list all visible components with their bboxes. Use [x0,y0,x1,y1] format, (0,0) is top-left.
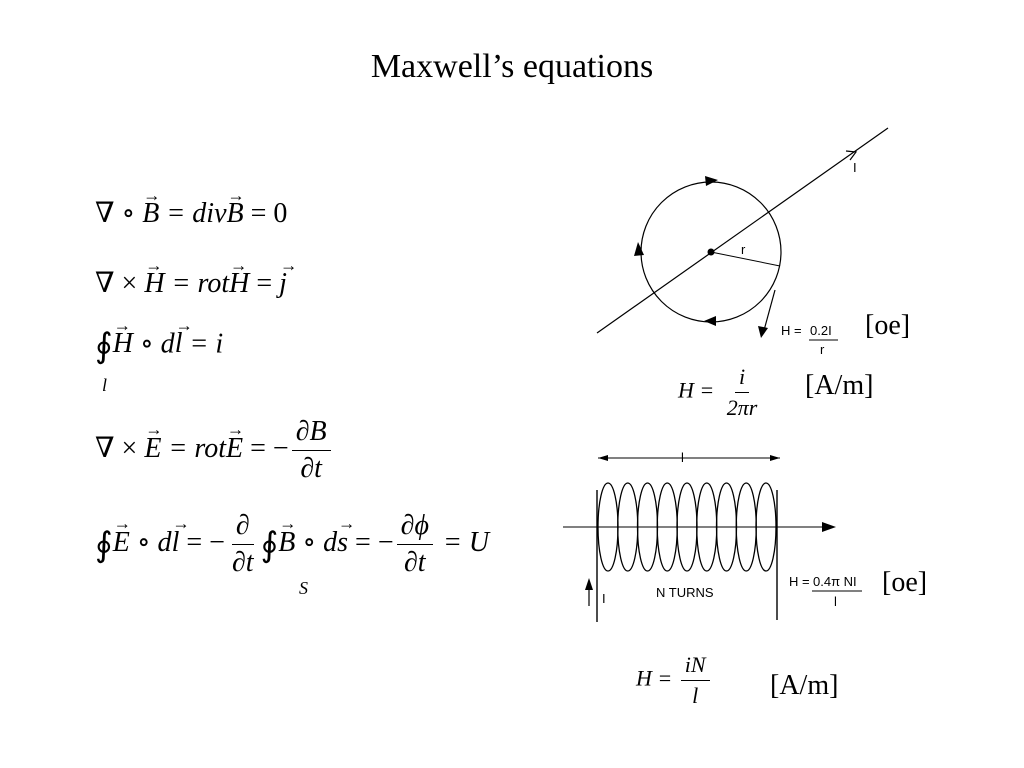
coil-axis-arrow-icon [822,522,836,532]
wire-line [596,127,889,334]
h-vector-line [762,289,776,335]
ampere-integral-equation: ∮H ∘ dl = i [95,316,223,366]
coil-turn [676,482,698,572]
coil-formula-num: 0.4π NI [813,574,857,589]
integral-subscript: l [102,375,108,395]
length-arrow-right-icon [770,455,780,461]
coil-turn [755,482,777,572]
length-arrow-left-icon [598,455,608,461]
ampere-law-equation: ∇ × H = rotH = j [95,256,297,300]
coil-current-label: I [602,591,606,606]
current-arrow-icon [845,150,858,161]
coil-current-arrow-icon [585,578,593,590]
coil-turn [597,482,619,572]
wire-oe-unit: [oe] [865,310,911,341]
gauss-magnetism-equation: ∇ ∘ B = divB = 0 [95,186,287,230]
coil-turns-label: N TURNS [656,585,714,600]
coil-length-label: l [681,450,684,465]
page-title: Maxwell’s equations [370,48,654,85]
coil-turns [597,482,777,572]
dphi-dt-fraction: ∂ϕ∂t [396,510,433,579]
coil-turn [735,482,757,572]
coil-turn [617,482,639,572]
coil-turn [656,482,678,572]
surface-subscript: S [299,578,308,598]
radius-label: r [741,242,746,257]
wire-formula-lhs: H = [781,323,802,338]
field-circle [640,181,782,323]
dB-dt-fraction: ∂B∂t [291,416,331,485]
field-arrow-bottom-icon [704,316,716,326]
coil-oe-unit: [oe] [882,567,928,598]
d-dt-fraction: ∂∂t [231,510,254,578]
wire-center-dot [707,248,715,256]
wire-si-unit: [A/m] [805,370,874,401]
h-vector-arrow-icon [758,326,768,338]
coil-turn [715,482,738,572]
coil-turn [636,482,659,572]
wire-formula-num: 0.2I [810,323,832,338]
radius-line [710,251,781,267]
field-arrow-left-icon [634,242,644,256]
field-arrow-top-icon [705,176,718,186]
faraday-law-equation: ∇ × E = rotE = −∂B∂t [95,416,334,485]
coil-formula-den: l [834,594,837,609]
coil-formula-lhs: H = [789,574,810,589]
faraday-integral-equation: ∮E ∘ dl = −∂∂t∮B ∘ ds = −∂ϕ∂t = U [95,510,489,579]
coil-si-unit: [A/m] [770,670,839,701]
wire-formula-den: r [820,342,825,357]
wire-current-label: I [853,160,857,175]
coil-turn [696,482,718,572]
